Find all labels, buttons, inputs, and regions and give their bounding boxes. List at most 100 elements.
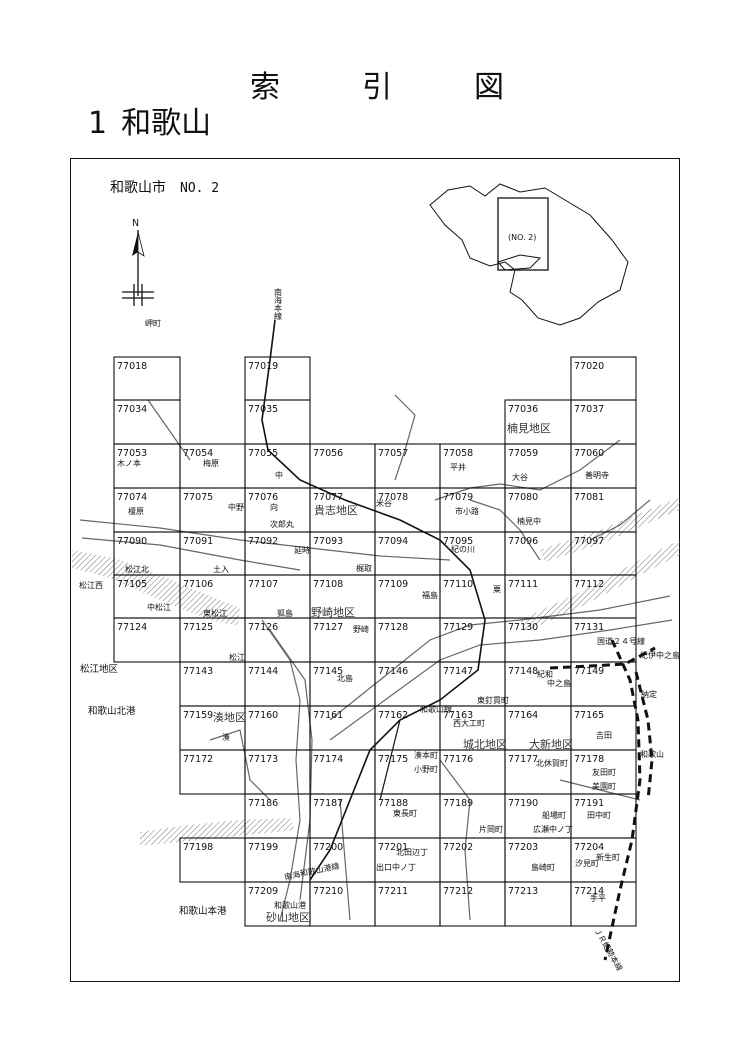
grid-cell-id: 77186 (248, 798, 278, 809)
grid-cell-id: 77053 (117, 448, 147, 459)
railway-lines (261, 319, 656, 961)
grid-cell-id: 77059 (508, 448, 538, 459)
label-oshinkin-district: 大新地区 (529, 737, 573, 751)
place-labels: 岬町 南海本線 木ノ本 梅原 中 平井 大谷 善明寺 楠見地区 榎原 中野 向 … (79, 287, 680, 973)
label-minato: 湊 (222, 732, 230, 742)
grid-cell-id: 77057 (378, 448, 408, 459)
grid-cell-id: 77145 (313, 666, 343, 677)
label-matsue-district: 松江地区 (80, 663, 119, 675)
label-teppei: 手平 (590, 893, 606, 903)
grid-cell-id: 77131 (574, 622, 604, 633)
label-naka-matsue: 中松江 (147, 602, 171, 612)
grid-cell-id: 77200 (313, 842, 343, 853)
grid-cell-id: 77126 (248, 622, 278, 633)
label-komorishima: 狐島 (277, 608, 293, 618)
grid-cell-id: 77079 (443, 492, 473, 503)
map-number-label: NO. 2 (180, 181, 220, 196)
label-shinseicho: 新生町 (596, 852, 620, 862)
grid-cell-id: 77075 (183, 492, 213, 503)
grid-cell-id: 77081 (574, 492, 604, 503)
heading-char-1: 索 (250, 70, 280, 105)
grid-cell (570, 881, 637, 927)
grid-cell-id: 77187 (313, 798, 343, 809)
grid-cell-id: 77090 (117, 536, 147, 547)
grid-cell-id: 77125 (183, 622, 213, 633)
label-higashikugimachi: 東釘貫町 (477, 695, 509, 705)
grid-cell-id: 77018 (117, 361, 147, 372)
map-linework (79, 394, 673, 921)
grid-cell-id: 77149 (574, 666, 604, 677)
grid-cell-id: 77144 (248, 666, 278, 677)
label-kusumi-district: 楠見地区 (507, 421, 551, 435)
label-nakanoshima: 中之島 (547, 678, 571, 688)
label-wakayamako: 和歌山港 (274, 900, 306, 910)
label-nishi-daikumachi: 西大工町 (453, 718, 485, 728)
label-nankai: 南海本線 (274, 287, 283, 320)
label-deguchi: 出口中ノ丁 (376, 862, 416, 872)
label-naka: 中 (275, 470, 283, 480)
north-arrow-icon (122, 230, 154, 306)
label-kitadeguchi: 北田辺丁 (396, 848, 428, 857)
grid-cell-id: 77095 (443, 536, 473, 547)
grid-cell-id: 77080 (508, 492, 538, 503)
label-wakayama-st: 和歌山 (640, 749, 664, 759)
label-kusumi-naka: 楠見中 (517, 516, 541, 526)
label-wakayama-line: 和歌山線 (420, 704, 452, 714)
label-nobetoki: 延時 (294, 545, 310, 555)
grid-cell-id: 77165 (574, 710, 604, 721)
grid-cell-id: 77037 (574, 404, 604, 415)
grid-cell-id: 77143 (183, 666, 213, 677)
label-kishi-district: 貴志地区 (314, 503, 358, 517)
grid-cell-id: 77097 (574, 536, 604, 547)
label-nojo: 納定 (641, 689, 657, 699)
label-matsue: 松江 (229, 652, 245, 662)
label-wakayama-honko: 和歌山本港 (179, 905, 227, 917)
label-umehara: 梅原 (203, 458, 219, 468)
grid-cell-id: 77148 (508, 666, 538, 677)
inset-map (429, 183, 629, 326)
grid-cell-id: 77091 (183, 536, 213, 547)
label-ichikoji: 市小路 (455, 506, 479, 516)
grid-cell-id: 77074 (117, 492, 147, 503)
label-kinomoto: 木ノ本 (117, 458, 141, 468)
grid-cell-id: 77172 (183, 754, 213, 765)
grid-cell-id: 77035 (248, 404, 278, 415)
grid-cell-id: 77178 (574, 754, 604, 765)
grid-cell-id: 77188 (378, 798, 408, 809)
label-misaki: 岬町 (145, 319, 161, 328)
grid-cell-id: 77078 (378, 492, 408, 503)
label-otani: 大谷 (512, 472, 528, 482)
grid-cell-id: 77054 (183, 448, 213, 459)
label-jirouemaru: 次郎丸 (270, 519, 294, 529)
label-kataoka: 片岡町 (479, 824, 503, 834)
label-yoshida: 吉田 (596, 731, 612, 740)
grid-cell-id: 77107 (248, 579, 278, 590)
grid-cell-id: 77109 (378, 579, 408, 590)
section-name: 和歌山 (121, 106, 212, 141)
label-minatohonmachi: 湊本町 (414, 750, 438, 760)
grid-cell-id: 77034 (117, 404, 147, 415)
label-minato-district: 湊地区 (213, 710, 246, 724)
grid-cell-id: 77094 (378, 536, 408, 547)
label-nakano: 中野 (228, 502, 244, 512)
grid-cell-id: 77202 (443, 842, 473, 853)
inset-label: (NO. 2) (508, 233, 536, 242)
label-shiomicho: 汐見町 (575, 858, 599, 868)
grid-cell-id: 77076 (248, 492, 278, 503)
label-kometani: 米谷 (376, 498, 392, 508)
grid-cell-id: 77198 (183, 842, 213, 853)
label-tomodacho: 友田町 (592, 767, 616, 777)
grid-cell-id: 77111 (508, 579, 538, 590)
grid-cell-id: 77055 (248, 448, 278, 459)
label-tsuchiiri: 土入 (213, 564, 229, 574)
label-matsue-kita: 松江北 (125, 564, 149, 574)
label-johoku-district: 城北地区 (463, 738, 507, 751)
section-number: 1 (88, 106, 108, 141)
label-sunayama-district: 砂山地区 (266, 911, 310, 924)
label-nozaki-district: 野崎地区 (311, 605, 355, 619)
grid-cell-id: 77110 (443, 579, 473, 590)
grid-cell-id: 77211 (378, 886, 408, 897)
grid-cell-id: 77036 (508, 404, 538, 415)
label-kajitori: 梶取 (356, 563, 372, 573)
